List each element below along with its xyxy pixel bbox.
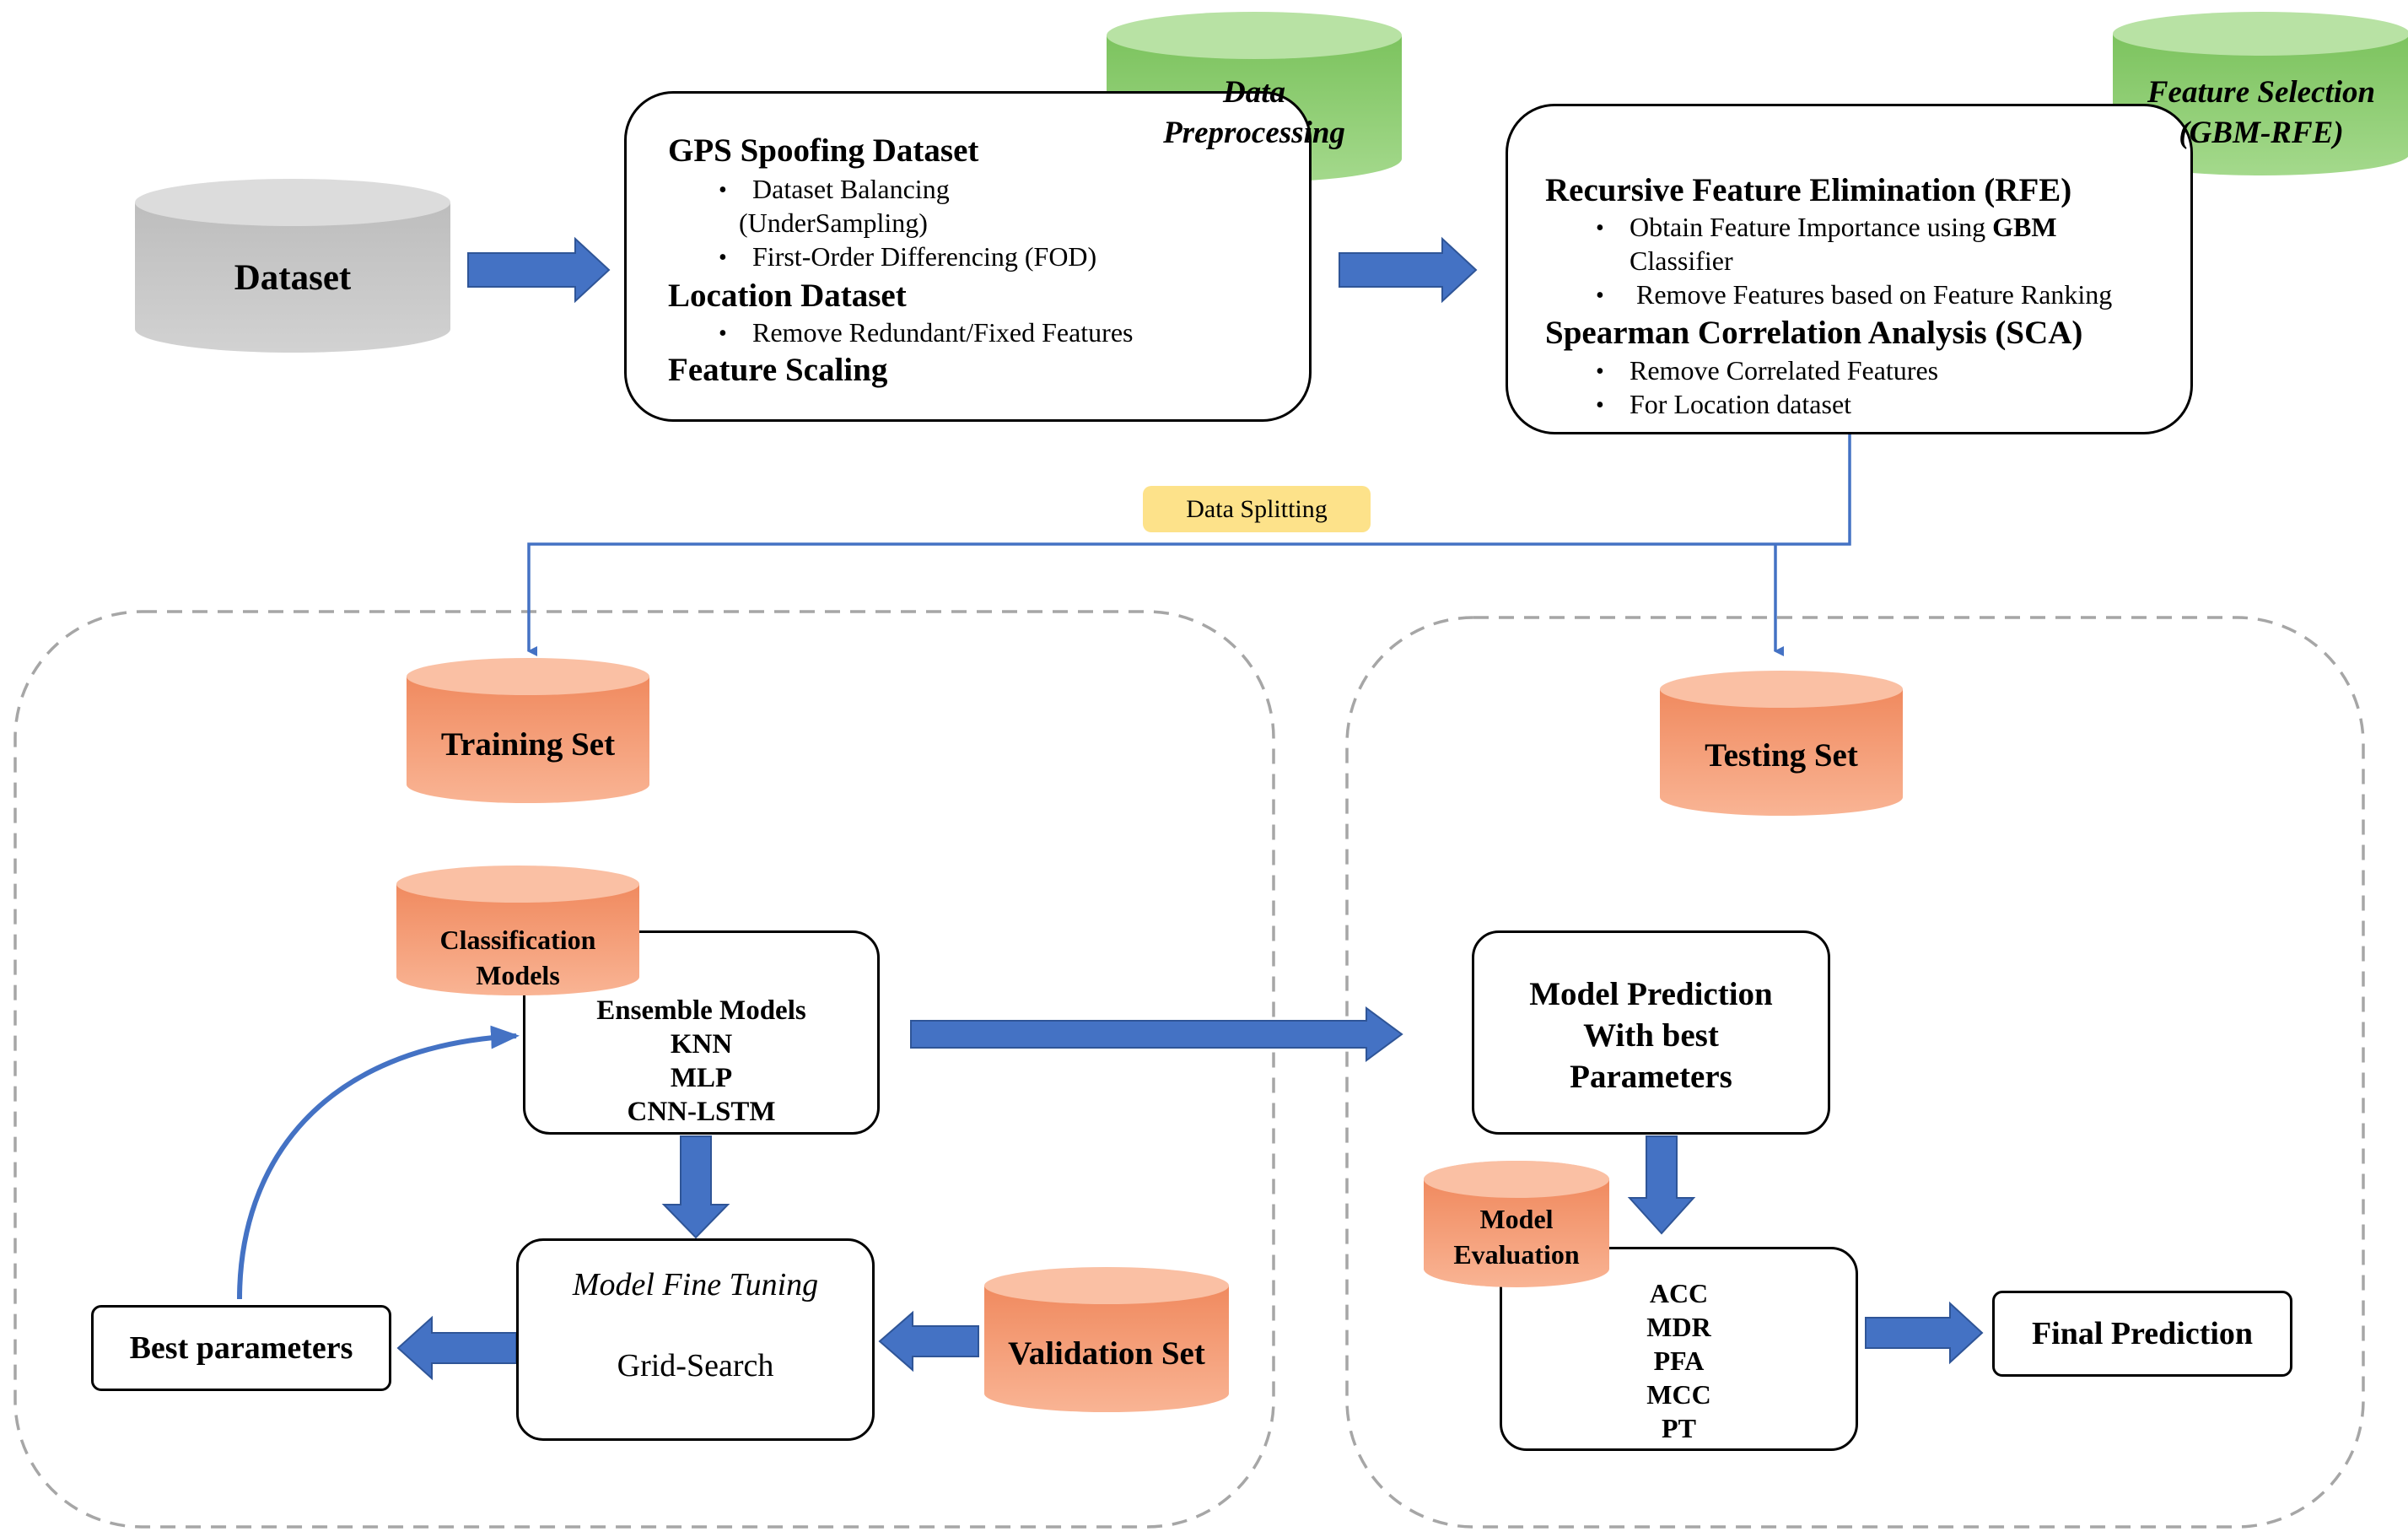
best-parameters-box: Best parameters xyxy=(91,1305,391,1391)
feature-selection-bullet-location: For Location dataset xyxy=(1630,389,1852,419)
arrow-dataset-to-preprocessing xyxy=(467,236,611,304)
evaluation-badge-line1: Model xyxy=(1479,1204,1554,1234)
preprocessing-heading-location: Location Dataset xyxy=(668,278,907,314)
importance-text: Obtain Feature Importance using xyxy=(1630,212,1993,242)
arrow-preprocessing-to-selection xyxy=(1339,236,1478,304)
final-prediction-box: Final Prediction xyxy=(1992,1291,2292,1377)
metric-item: PFA xyxy=(1653,1346,1705,1376)
arrow-models-to-prediction xyxy=(910,1006,1403,1062)
model-item: MLP xyxy=(670,1063,733,1093)
classification-badge-label: Classification Models xyxy=(396,922,639,993)
training-group-border xyxy=(13,610,1275,1529)
evaluation-badge-line2: Evaluation xyxy=(1453,1239,1580,1270)
training-set-cylinder xyxy=(407,658,649,803)
testing-group-border xyxy=(1345,616,2365,1529)
fine-tuning-title: Model Fine Tuning xyxy=(572,1267,819,1302)
preprocessing-bullet-balancing-cont: (UnderSampling) xyxy=(739,208,928,238)
prediction-line: Parameters xyxy=(1570,1059,1732,1095)
final-prediction-label: Final Prediction xyxy=(2031,1316,2254,1351)
training-set-label: Training Set xyxy=(440,726,616,763)
bullet-dot: • xyxy=(719,245,727,271)
validation-set-label: Validation Set xyxy=(1008,1335,1205,1372)
feature-selection-bullet-ranking: Remove Features based on Feature Ranking xyxy=(1636,279,2113,310)
arrow-evaluation-to-final xyxy=(1865,1301,1984,1365)
feature-selection-bullet-correlated: Remove Correlated Features xyxy=(1630,355,1939,386)
dataset-label: Dataset xyxy=(234,258,352,298)
model-item: CNN-LSTM xyxy=(627,1097,776,1127)
classification-badge-line1: Classification xyxy=(439,925,596,955)
preprocessing-heading-scaling: Feature Scaling xyxy=(668,352,888,388)
arrow-models-to-finetuning xyxy=(661,1135,730,1239)
metric-item: MDR xyxy=(1646,1312,1711,1342)
validation-set-cylinder xyxy=(984,1267,1229,1412)
feature-selection-heading-sca: Spearman Correlation Analysis (SCA) xyxy=(1545,315,2083,351)
feature-selection-badge-line1: Feature Selection xyxy=(2147,75,2376,110)
data-splitting-tag: Data Splitting xyxy=(1143,486,1371,532)
fine-tuning-method: Grid-Search xyxy=(617,1348,774,1383)
arrow-finetuning-to-bestparams xyxy=(396,1315,517,1381)
split-lines xyxy=(527,434,1851,656)
preprocessing-badge-line2: Preprocessing xyxy=(1163,116,1345,150)
arrow-validation-to-finetuning xyxy=(878,1310,979,1373)
evaluation-badge-label: Model Evaluation xyxy=(1424,1201,1609,1272)
preprocessing-bullet-fod: First-Order Differencing (FOD) xyxy=(752,241,1097,272)
classification-badge-line2: Models xyxy=(476,960,560,990)
preprocessing-heading-gps: GPS Spoofing Dataset xyxy=(668,132,979,169)
importance-gbm: GBM xyxy=(1992,212,2057,242)
best-parameters-label: Best parameters xyxy=(129,1330,353,1366)
preprocessing-bullet-balancing: Dataset Balancing xyxy=(752,174,950,204)
feature-selection-badge-line2: (GBM-RFE) xyxy=(2179,116,2344,150)
metric-item: ACC xyxy=(1649,1278,1709,1308)
arrow-prediction-to-evaluation xyxy=(1627,1135,1696,1235)
metric-item: PT xyxy=(1662,1413,1696,1443)
fine-tuning-box: Model Fine Tuning Grid-Search xyxy=(516,1238,875,1441)
feature-selection-badge-label: Feature Selection (GBM-RFE) xyxy=(2113,73,2408,154)
model-item: KNN xyxy=(670,1029,733,1060)
feature-selection-heading-rfe: Recursive Feature Elimination (RFE) xyxy=(1545,172,2072,208)
bullet-dot: • xyxy=(1596,215,1604,241)
feature-selection-bullet-importance: Obtain Feature Importance using GBM xyxy=(1630,212,2057,243)
dataset-cylinder xyxy=(135,179,450,353)
preprocessing-box xyxy=(624,91,1312,422)
metric-item: MCC xyxy=(1646,1379,1711,1410)
evaluation-metrics-box: ACC MDR PFA MCC PT xyxy=(1500,1247,1858,1451)
testing-set-label: Testing Set xyxy=(1705,737,1858,774)
model-prediction-box: Model Prediction With best Parameters xyxy=(1472,930,1830,1135)
bullet-dot: • xyxy=(719,177,727,203)
bullet-dot: • xyxy=(719,321,727,347)
bullet-dot: • xyxy=(1596,283,1604,309)
preprocessing-bullet-redundant: Remove Redundant/Fixed Features xyxy=(752,317,1134,348)
curved-arrow-bestparams-to-models xyxy=(237,1025,520,1300)
bullet-dot: • xyxy=(1596,392,1604,418)
model-item: Ensemble Models xyxy=(596,995,806,1026)
bullet-dot: • xyxy=(1596,359,1604,385)
preprocessing-badge-line1: Data xyxy=(1223,75,1285,110)
prediction-line: Model Prediction xyxy=(1529,976,1773,1012)
prediction-line: With best xyxy=(1583,1017,1719,1054)
testing-set-cylinder xyxy=(1660,671,1903,816)
preprocessing-badge-label: Data Preprocessing xyxy=(1107,73,1402,154)
feature-selection-box xyxy=(1506,104,2193,434)
feature-selection-bullet-importance-cont: Classifier xyxy=(1630,245,1733,276)
